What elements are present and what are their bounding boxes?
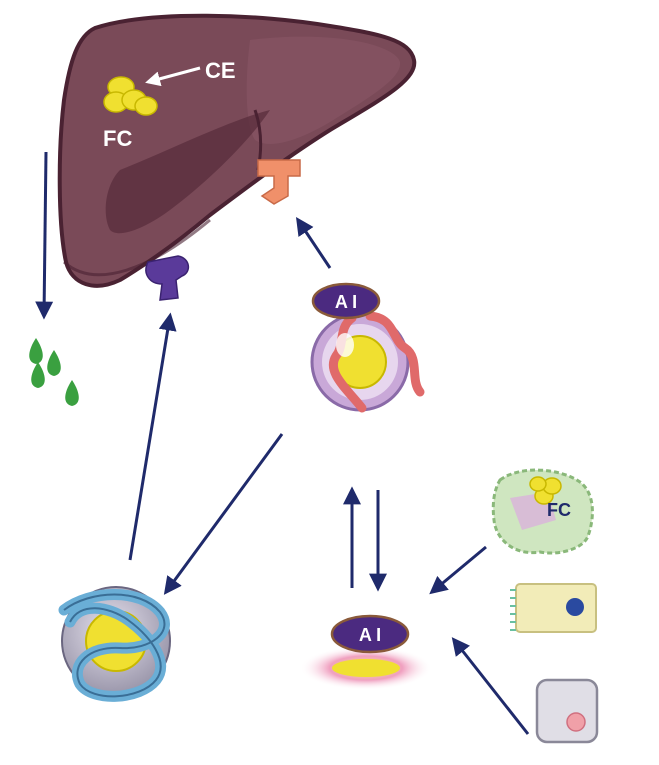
ldl-to-receptor-arrow [128, 312, 177, 561]
nascent-hdl-icon [300, 646, 432, 690]
macrophage-to-hdl-arrow [429, 545, 487, 595]
enterocyte-icon [510, 583, 597, 633]
ai-badge-top: A I [311, 282, 381, 320]
cholesterol-droplets-icon [103, 76, 158, 116]
ldl-receptor-icon [145, 255, 190, 301]
peripheral-cell-icon [535, 678, 599, 744]
macrophage-icon: FC [491, 468, 594, 555]
peripheral-to-hdl-arrow [451, 637, 530, 735]
mature-hdl-icon [310, 311, 425, 413]
fc-macrophage-label: FC [547, 500, 571, 520]
ai-badge-bottom: A I [330, 614, 410, 654]
ai-bottom-label: A I [359, 625, 381, 645]
bile-drops-icon [29, 338, 79, 406]
ce-to-fc-arrow [145, 66, 201, 87]
ai-top-label: A I [335, 292, 357, 312]
hdl-to-ldl-arrow [163, 433, 284, 595]
ldl-particle-icon [58, 586, 171, 702]
ce-label: CE [205, 58, 236, 83]
hdl-to-sr-bi-arrow [296, 217, 332, 269]
fc-liver-label: FC [103, 126, 132, 151]
sr-bi-receptor-icon [257, 159, 301, 205]
liver-to-bile-arrow [35, 151, 54, 320]
